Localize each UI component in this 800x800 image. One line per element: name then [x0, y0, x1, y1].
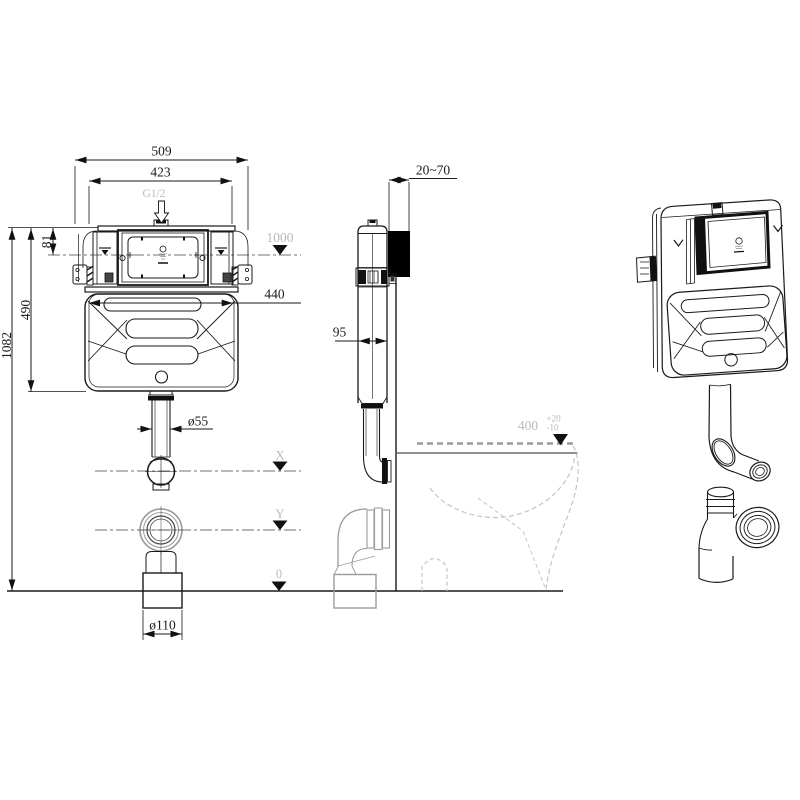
- mounting-brackets: [92, 231, 234, 285]
- dim-bowl-height-tol-lower: -10: [547, 423, 559, 433]
- level-marker-bowl: [553, 434, 568, 446]
- inlet-thread-label: G1/2: [143, 188, 166, 200]
- level-marker-floor: [271, 581, 287, 591]
- level-marker-y: [272, 520, 288, 530]
- brand-logo: [158, 245, 168, 264]
- front-dimensions: [8, 156, 301, 640]
- drain-elbow-side: [333, 507, 391, 609]
- seal-ring: [138, 506, 184, 554]
- screw-mark-right: [773, 224, 783, 233]
- flush-unit-panel-3d: [694, 210, 771, 276]
- cistern-tank-side: [355, 219, 397, 409]
- screw-mark-left: [673, 239, 684, 248]
- flush-plate-frame: [117, 229, 209, 286]
- dim-bowl-height-label: 400: [518, 418, 539, 433]
- side-inlet-connector-3d: [635, 255, 657, 283]
- level-y-label: Y: [275, 507, 284, 521]
- level-x-label: X: [275, 449, 284, 463]
- tank-3d-body: [660, 199, 789, 379]
- drain-diameter-label: ø110: [149, 618, 176, 633]
- level-marker-1000: [272, 245, 288, 255]
- dim-wall-finish-label: 20~70: [416, 163, 451, 178]
- dim-inner-width-label: 423: [150, 165, 171, 180]
- floor-waste-front: [142, 551, 183, 609]
- dim-overall-height-label: 1082: [0, 332, 14, 359]
- dim-plate-offset-label: 81: [39, 235, 54, 249]
- drain-elbow-3d: [698, 486, 780, 583]
- center-lines: [48, 254, 301, 531]
- dim-tank-width-label: 440: [264, 287, 285, 302]
- flush-pipe-side: [362, 409, 392, 484]
- bracket-feet: [72, 264, 253, 286]
- tank-3d-ribs: [666, 285, 788, 376]
- dim-outer-width-label: 509: [151, 144, 172, 159]
- front-view: [7, 219, 563, 609]
- flush-pipe-front: [145, 391, 177, 491]
- toilet-bowl-outline: [397, 442, 579, 592]
- flush-pipe-3d: [708, 383, 771, 482]
- cistern-tank-front: [84, 293, 239, 392]
- level-floor-label: 0: [276, 567, 282, 581]
- flush-pipe-diameter-label: ø55: [188, 414, 209, 429]
- dim-bowl-height-tol-upper: +20: [547, 414, 562, 424]
- level-button-height-label: 1000: [267, 230, 294, 245]
- dim-tank-depth-label: 95: [333, 325, 347, 340]
- side-view: [333, 176, 579, 609]
- level-marker-x: [272, 461, 288, 471]
- inlet-nub-3d: [710, 202, 724, 216]
- inlet-arrow: [153, 200, 170, 224]
- perspective-view: [635, 199, 789, 583]
- dim-tank-height-label: 490: [18, 300, 33, 321]
- wall-section: [388, 231, 410, 277]
